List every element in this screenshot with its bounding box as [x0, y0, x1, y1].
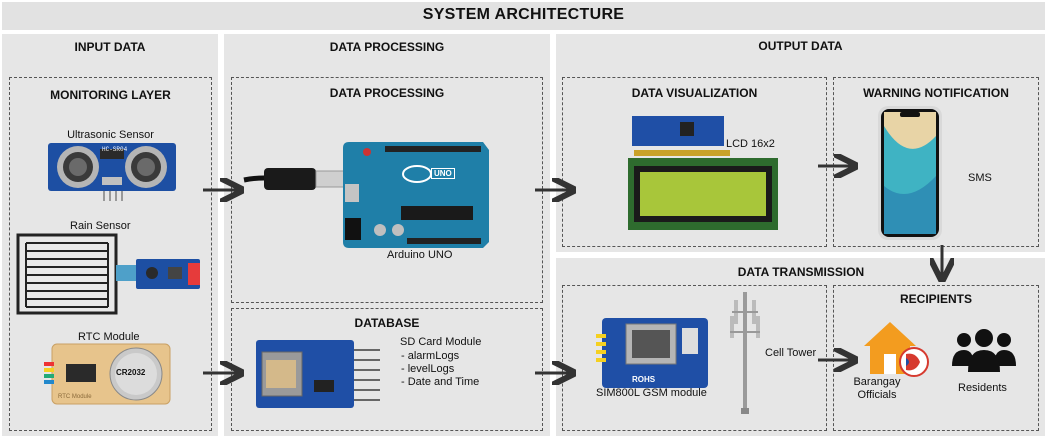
- rain-sensor-label: Rain Sensor: [70, 220, 131, 232]
- cell-tower-label: Cell Tower: [765, 347, 817, 359]
- residents-group-icon: [952, 329, 1016, 372]
- warning-notification-title: WARNING NOTIFICATION: [863, 86, 1009, 100]
- residents-label: Residents: [958, 382, 1007, 394]
- ultrasonic-sensor-label: Ultrasonic Sensor: [67, 129, 154, 141]
- sd-card-module-title: SD Card Module: [400, 336, 482, 348]
- input-section-title: INPUT DATA: [74, 40, 146, 54]
- lcd-16x2-image: [628, 116, 778, 230]
- cell-tower-image: [730, 292, 760, 414]
- sd-item-level-logs: - levelLogs: [401, 363, 455, 375]
- sd-item-alarm-logs: - alarmLogs: [401, 350, 460, 362]
- barangay-house-icon: [864, 322, 929, 377]
- rain-sensor-image: [16, 233, 200, 315]
- ultrasonic-chip-text: HC-SR04: [102, 146, 128, 153]
- gsm-module-image: [596, 318, 708, 388]
- database-title: DATABASE: [354, 316, 420, 330]
- arduino-uno-label: Arduino UNO: [387, 249, 453, 261]
- rtc-battery-text: CR2032: [116, 368, 146, 377]
- warning-notification-box: [833, 77, 1039, 247]
- processing-section-title: DATA PROCESSING: [329, 40, 445, 54]
- output-section-title: OUTPUT DATA: [758, 39, 843, 53]
- monitoring-layer-box: [9, 77, 212, 431]
- data-processing-box-title: DATA PROCESSING: [329, 86, 445, 100]
- arduino-uno-image: [343, 142, 489, 248]
- data-transmission-title: DATA TRANSMISSION: [737, 265, 865, 279]
- page-title: SYSTEM ARCHITECTURE: [422, 6, 625, 23]
- recipients-box: [833, 285, 1039, 431]
- data-visualization-title: DATA VISUALIZATION: [631, 86, 758, 100]
- sd-item-date-time: - Date and Time: [401, 376, 480, 388]
- rtc-module-label: RTC Module: [78, 331, 140, 343]
- sd-card-module-image: [256, 340, 380, 408]
- lcd-label: LCD 16x2: [726, 138, 775, 150]
- recipients-title: RECIPIENTS: [899, 292, 972, 306]
- sms-label: SMS: [968, 172, 992, 184]
- gsm-module-label: SIM800L GSM module: [596, 387, 707, 399]
- rtc-module-image: [44, 343, 171, 405]
- title-bar: [2, 2, 1045, 30]
- arduino-logo: UNO: [431, 168, 455, 179]
- rtc-board-text: RTC Module: [58, 394, 92, 400]
- smartphone-image: [878, 106, 942, 240]
- gsm-chip-text: ROHS: [632, 375, 656, 384]
- usb-cable-image: [243, 168, 347, 190]
- ultrasonic-sensor-image: [48, 143, 176, 201]
- monitoring-layer-title: MONITORING LAYER: [50, 88, 171, 102]
- data-visualization-box: [562, 77, 827, 247]
- barangay-officials-label-1: Barangay: [853, 376, 901, 388]
- barangay-officials-label-2: Officials: [857, 389, 897, 401]
- data-transmission-box: [562, 285, 827, 431]
